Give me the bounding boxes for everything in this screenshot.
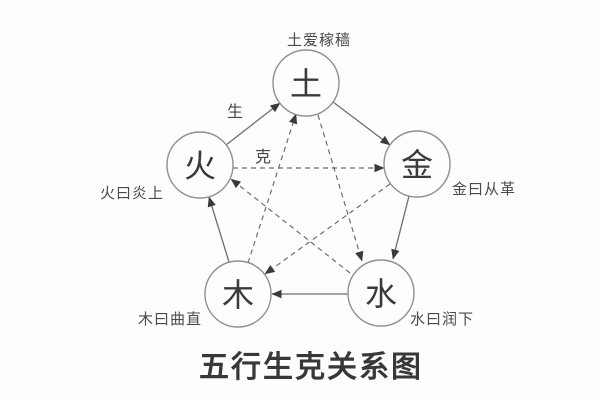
arrow-metal-overcomes-wood bbox=[264, 183, 391, 275]
arrow-earth-generates-metal bbox=[332, 101, 391, 146]
node-earth-circle bbox=[272, 49, 340, 117]
generating-label: 生 bbox=[227, 103, 243, 121]
caption-water: 水曰润下 bbox=[410, 311, 474, 328]
node-earth-char: 土 bbox=[290, 66, 322, 102]
node-water-char: 水 bbox=[365, 276, 397, 312]
caption-earth: 土爱稼穑 bbox=[287, 32, 351, 49]
node-wood-circle bbox=[204, 260, 272, 328]
arrow-water-overcomes-fire bbox=[230, 178, 351, 274]
arrow-wood-generates-fire bbox=[207, 196, 230, 263]
node-captions: 土爱稼穑 火曰炎上 金曰从革 木曰曲直 水曰润下 bbox=[100, 32, 516, 328]
diagram-title: 五行生克关系图 bbox=[199, 351, 423, 384]
node-metal-char: 金 bbox=[401, 147, 433, 183]
cycle-labels: 生 克 bbox=[227, 103, 271, 166]
node-fire-circle bbox=[166, 131, 234, 199]
generating-cycle-arrows bbox=[207, 101, 410, 299]
arrow-fire-generates-earth bbox=[225, 102, 281, 146]
node-metal-circle bbox=[383, 130, 451, 198]
caption-wood: 木曰曲直 bbox=[138, 311, 202, 328]
overcoming-cycle-arrows bbox=[230, 113, 391, 275]
element-nodes: 土 火 金 木 水 bbox=[166, 49, 451, 328]
arrow-wood-overcomes-earth bbox=[247, 113, 298, 264]
node-fire-char: 火 bbox=[184, 148, 216, 184]
arrow-metal-generates-water bbox=[391, 195, 410, 260]
overcoming-label: 克 bbox=[255, 148, 271, 166]
caption-fire: 火曰炎上 bbox=[100, 185, 164, 202]
node-water-circle bbox=[347, 259, 415, 327]
arrow-earth-overcomes-water bbox=[317, 114, 364, 262]
node-wood-char: 木 bbox=[222, 277, 254, 313]
caption-metal: 金曰从革 bbox=[452, 181, 516, 198]
